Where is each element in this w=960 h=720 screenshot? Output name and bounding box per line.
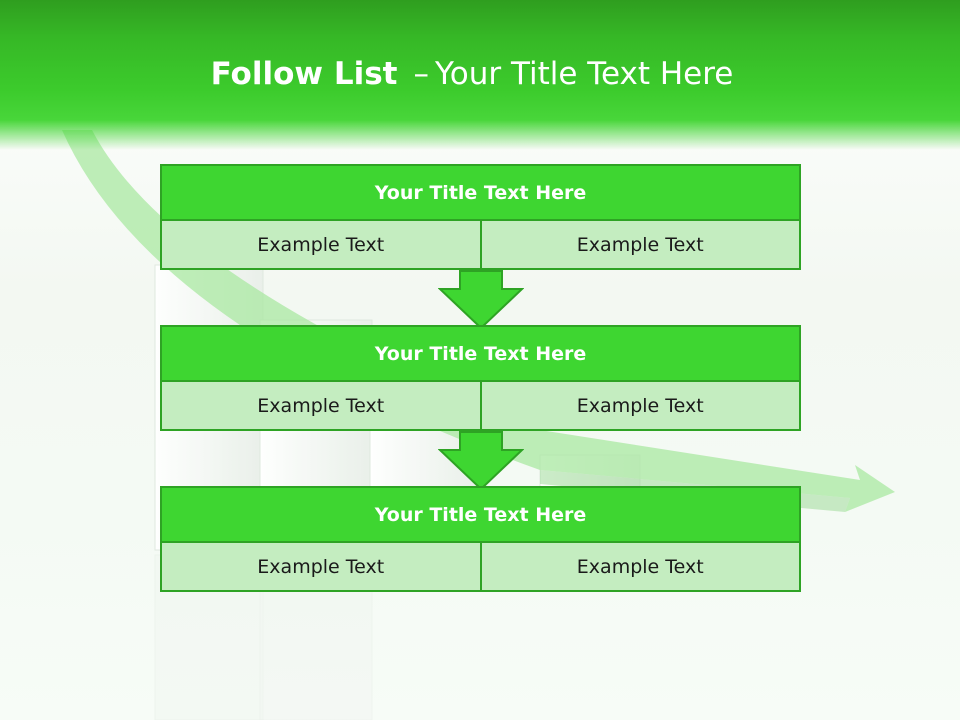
slide-title-separator: – xyxy=(413,56,429,92)
step-cell-left: Example Text xyxy=(160,221,482,270)
down-arrow-icon xyxy=(438,431,524,491)
step-cell-right: Example Text xyxy=(481,543,801,592)
step-row: Example Text Example Text xyxy=(160,382,801,431)
step-box-1: Your Title Text Here Example Text Exampl… xyxy=(160,164,801,270)
step-title: Your Title Text Here xyxy=(160,325,801,382)
step-cell-right: Example Text xyxy=(481,382,801,431)
step-row: Example Text Example Text xyxy=(160,221,801,270)
step-cell-left: Example Text xyxy=(160,382,482,431)
step-cell-left: Example Text xyxy=(160,543,482,592)
down-arrow-icon xyxy=(438,270,524,330)
step-box-2: Your Title Text Here Example Text Exampl… xyxy=(160,325,801,431)
step-title: Your Title Text Here xyxy=(160,486,801,543)
slide-title-bold: Follow List xyxy=(210,56,398,92)
slide-title-rest: Your Title Text Here xyxy=(434,56,734,92)
slide-title: Follow List–Your Title Text Here xyxy=(0,56,944,92)
header-band xyxy=(0,0,960,150)
step-box-3: Your Title Text Here Example Text Exampl… xyxy=(160,486,801,592)
step-row: Example Text Example Text xyxy=(160,543,801,592)
step-title: Your Title Text Here xyxy=(160,164,801,221)
step-cell-right: Example Text xyxy=(481,221,801,270)
